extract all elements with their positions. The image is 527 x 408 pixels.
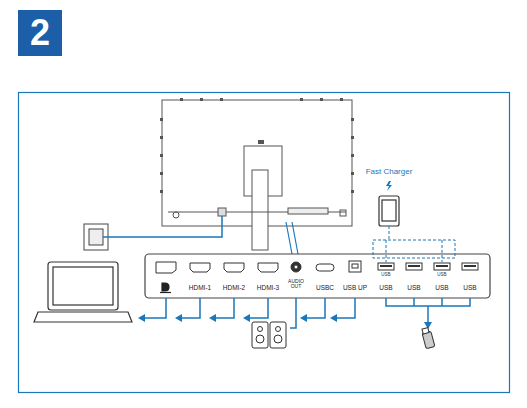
port-label: HDMI-1 bbox=[189, 285, 211, 292]
port-label: USB bbox=[379, 285, 392, 292]
step-number: 2 bbox=[30, 15, 50, 51]
port-label: USBC bbox=[316, 285, 334, 292]
port-mark: USB bbox=[381, 273, 390, 278]
port-mark: USB bbox=[437, 273, 446, 278]
port-label: USB bbox=[463, 285, 476, 292]
port-label: USB bbox=[407, 285, 420, 292]
port-label: HDMI-2 bbox=[223, 285, 245, 292]
port-label: AUDIO OUT bbox=[286, 279, 306, 290]
charger-label: Fast Charger bbox=[366, 168, 413, 176]
port-label: HDMI-3 bbox=[257, 285, 279, 292]
port-label: USB bbox=[435, 285, 448, 292]
port-label: USB UP bbox=[343, 285, 367, 292]
step-number-box: 2 bbox=[18, 10, 62, 56]
